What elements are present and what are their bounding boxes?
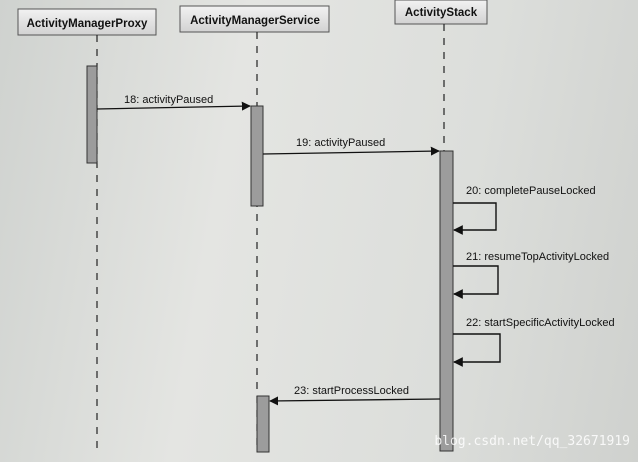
message-arrow-22 — [453, 333, 501, 367]
participant-activitymanagerproxy-label: ActivityManagerProxy — [27, 18, 148, 30]
message-label-18: 18: activityPaused — [124, 94, 213, 106]
message-label-23: 23: startProcessLocked — [294, 385, 409, 397]
participant-activitymanagerproxy: ActivityManagerProxy — [17, 8, 157, 36]
activation-bar-activitymanagerservice-2 — [256, 395, 270, 453]
activation-bar-activitymanagerproxy — [86, 65, 98, 164]
message-label-22: 22: startSpecificActivityLocked — [466, 317, 615, 329]
participant-activitystack: ActivityStack — [394, 0, 488, 25]
message-arrow-21 — [453, 265, 499, 299]
message-arrow-20 — [453, 202, 497, 235]
message-arrow-19 — [262, 146, 440, 156]
participant-activitymanagerservice-label: ActivityManagerService — [190, 15, 320, 27]
activation-bar-activitymanagerservice-1 — [250, 105, 264, 207]
participant-activitystack-label: ActivityStack — [405, 7, 478, 19]
message-arrow-23 — [269, 396, 441, 406]
activation-bar-activitystack — [439, 150, 454, 452]
watermark-text: blog.csdn.net/qq_32671919 — [434, 434, 630, 449]
participant-activitymanagerservice: ActivityManagerService — [179, 5, 330, 33]
message-label-21: 21: resumeTopActivityLocked — [466, 251, 609, 263]
message-label-20: 20: completePauseLocked — [466, 185, 596, 197]
message-label-19: 19: activityPaused — [296, 137, 385, 149]
message-arrow-18 — [96, 101, 251, 111]
